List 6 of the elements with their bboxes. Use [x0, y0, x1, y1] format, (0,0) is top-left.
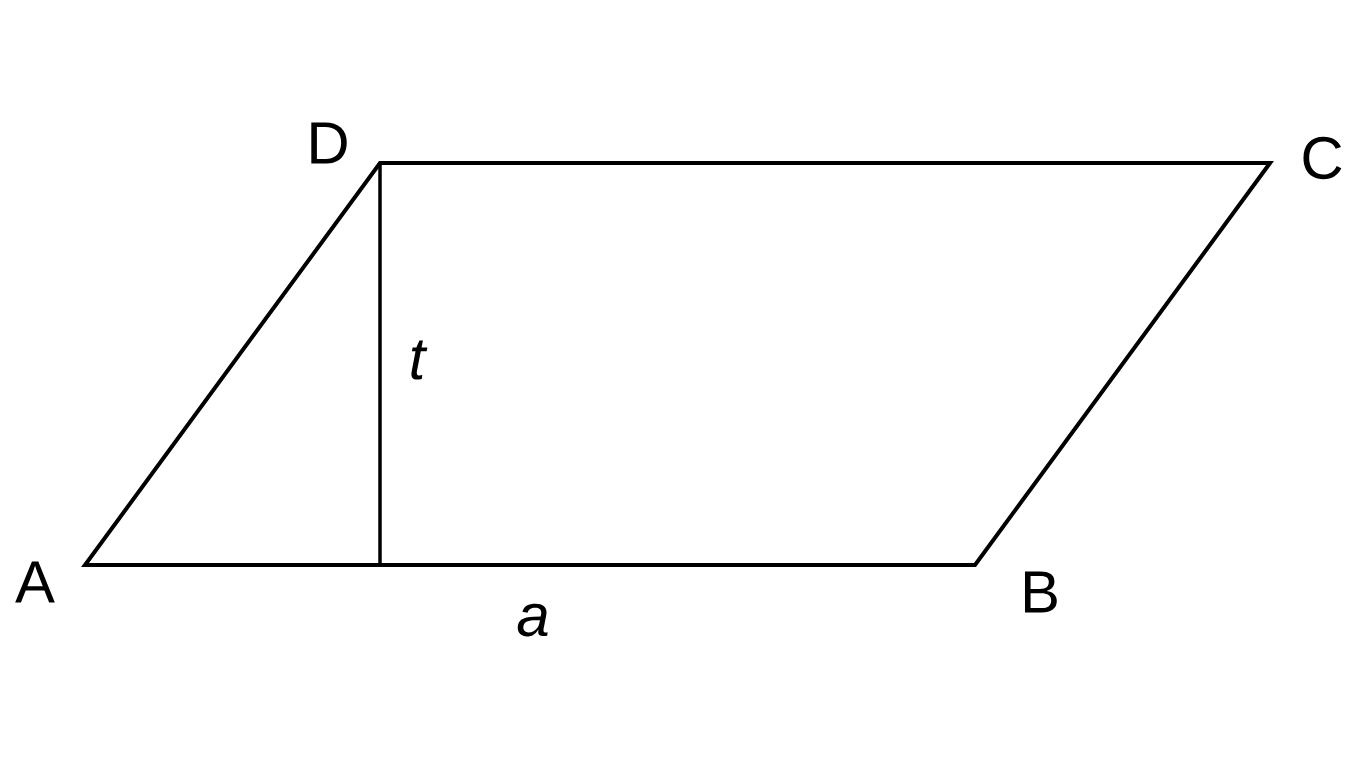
side-label: a [517, 603, 548, 637]
vertex-label: C [1303, 136, 1342, 180]
vertex-label: B [1025, 571, 1057, 613]
vertex-label: D [311, 122, 347, 164]
height-label: t [411, 340, 428, 380]
vertex-label: A [15, 561, 55, 603]
